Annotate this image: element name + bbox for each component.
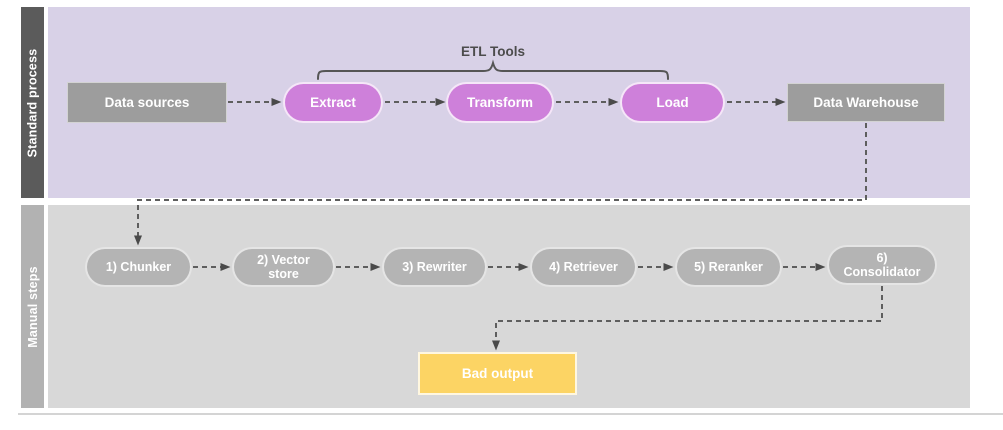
node-vector-store: 2) Vector store bbox=[232, 247, 335, 287]
node-chunker: 1) Chunker bbox=[85, 247, 192, 287]
node-data-sources: Data sources bbox=[67, 82, 227, 123]
node-load: Load bbox=[620, 82, 725, 123]
etl-tools-label: ETL Tools bbox=[461, 44, 525, 59]
node-reranker: 5) Reranker bbox=[675, 247, 782, 287]
node-retriever: 4) Retriever bbox=[530, 247, 637, 287]
lane-standard-process-label: Standard process bbox=[25, 48, 40, 157]
bottom-divider bbox=[18, 413, 1003, 415]
node-bad-output: Bad output bbox=[418, 352, 577, 395]
node-transform: Transform bbox=[446, 82, 554, 123]
lane-manual-steps-label: Manual steps bbox=[25, 265, 40, 348]
lane-manual-steps-bar: Manual steps bbox=[21, 205, 44, 408]
node-extract: Extract bbox=[283, 82, 383, 123]
node-consolidator: 6) Consolidator bbox=[827, 245, 937, 285]
node-rewriter: 3) Rewriter bbox=[382, 247, 487, 287]
node-data-warehouse: Data Warehouse bbox=[787, 83, 945, 122]
lane-standard-process-bar: Standard process bbox=[21, 7, 44, 198]
